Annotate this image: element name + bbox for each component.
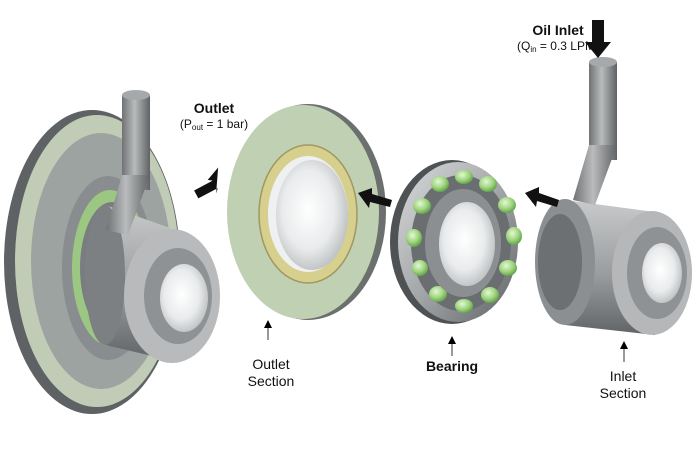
inlet-section-line1: Inlet (609, 368, 637, 384)
right-inlet-pipe (589, 62, 617, 160)
right-housing-assembly (535, 57, 692, 335)
outlet-section-line2: Section (247, 373, 295, 389)
left-outlet-pipe (122, 95, 150, 190)
right-hub-bore (642, 243, 682, 303)
left-hub-bore (160, 264, 208, 332)
outlet-label: Outlet (Pout = 1 bar) (164, 100, 264, 135)
flow-arrows (194, 20, 611, 208)
bearing-bore (439, 202, 495, 286)
oil-inlet-title: Oil Inlet (532, 22, 584, 38)
bearing-label: Bearing (412, 358, 492, 375)
outlet-section-label: Outlet Section (226, 356, 316, 390)
oil-inlet-formula: (Qin = 0.3 LPM) (517, 39, 599, 54)
outlet-title: Outlet (193, 100, 235, 116)
oil-inlet-label: Oil Inlet (Qin = 0.3 LPM) (508, 22, 608, 57)
bearing-text: Bearing (425, 358, 479, 374)
outlet-arrow (194, 167, 219, 199)
left-housing-assembly (4, 90, 220, 414)
bearing-balls (406, 170, 522, 313)
inlet-section-label: Inlet Section (578, 368, 668, 402)
outlet-formula: (Pout = 1 bar) (179, 117, 249, 132)
oil-inlet-arrow (585, 20, 611, 58)
seal-plate-bore (276, 160, 348, 270)
bearing-to-plate-arrow (358, 188, 392, 208)
outlet-section-line1: Outlet (252, 356, 290, 372)
outlet-section-plate (227, 104, 386, 320)
inlet-section-line2: Section (599, 385, 647, 401)
inlet-to-bearing-arrow (525, 187, 559, 207)
ball-bearing (390, 160, 522, 324)
label-leaders (264, 320, 628, 362)
